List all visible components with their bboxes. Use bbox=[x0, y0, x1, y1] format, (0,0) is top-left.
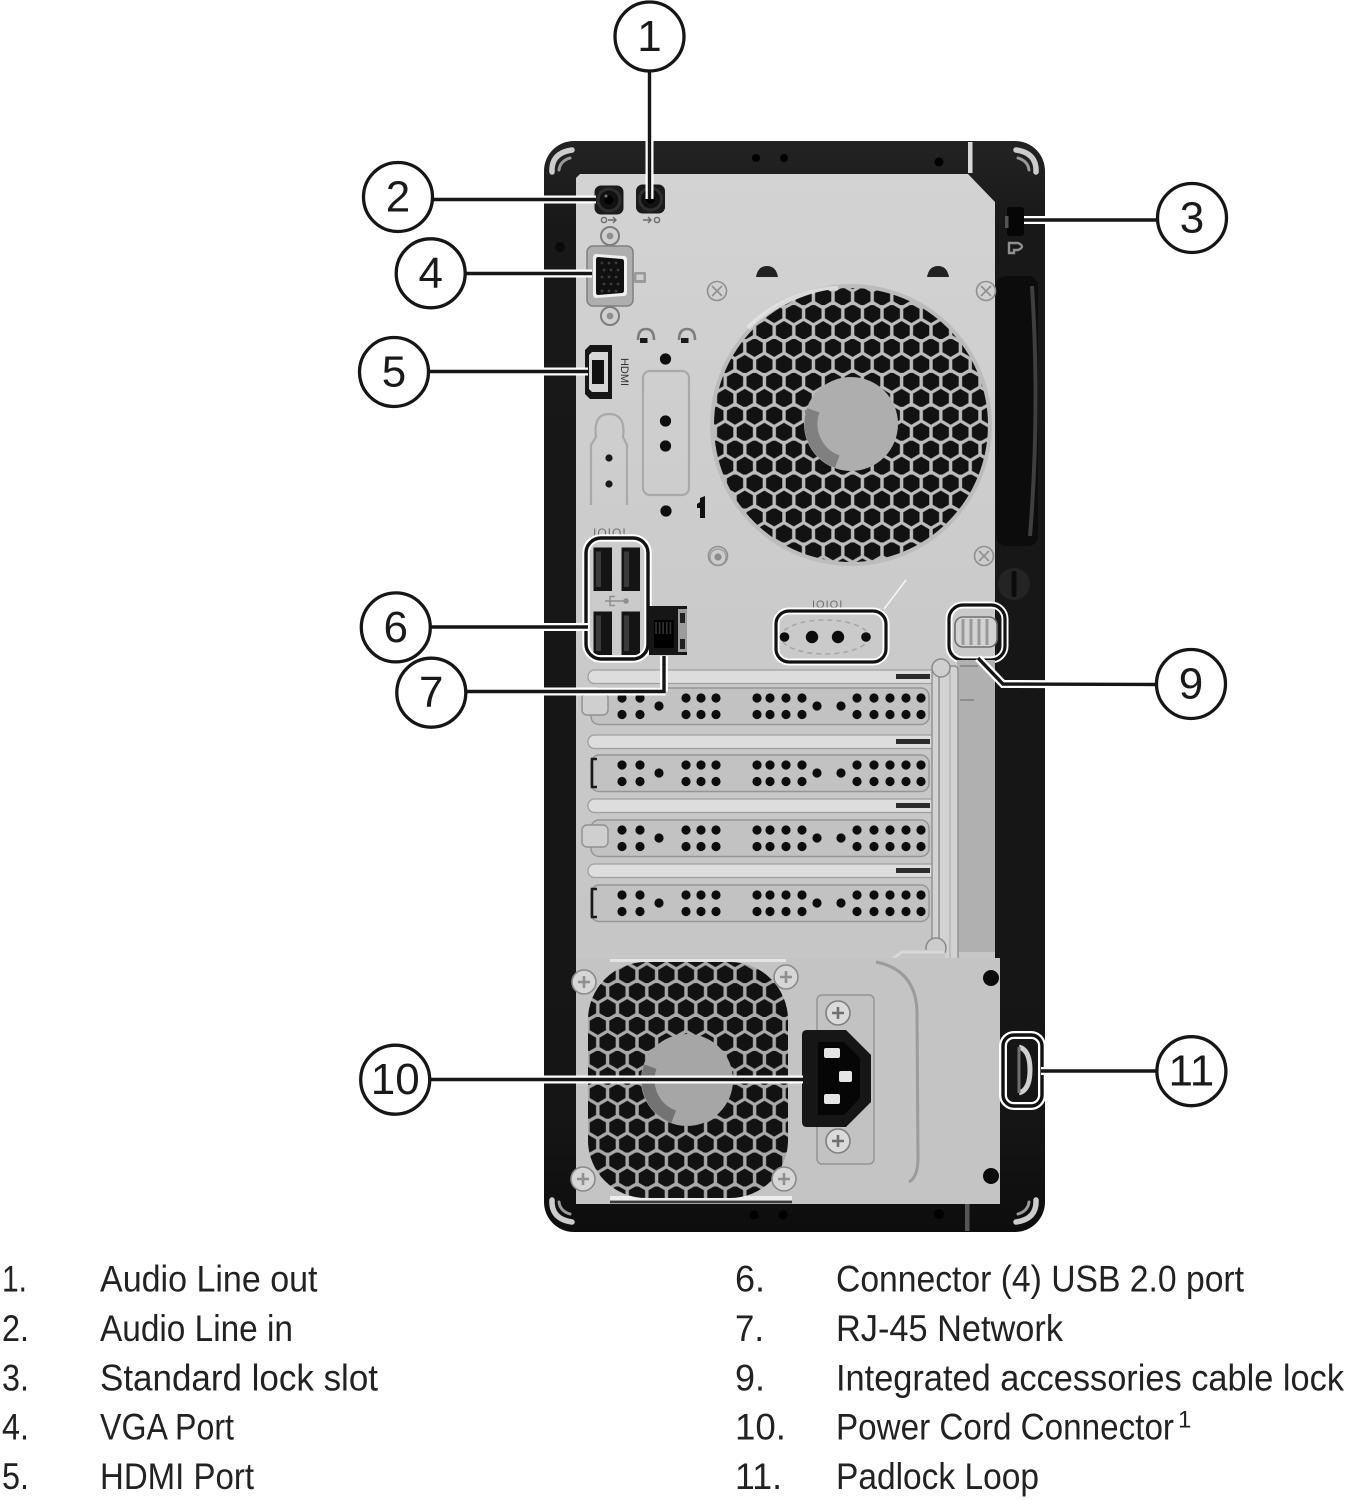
svg-text:9.: 9. bbox=[735, 1356, 765, 1398]
svg-text:3.: 3. bbox=[2, 1356, 29, 1398]
svg-text:Audio Line in: Audio Line in bbox=[100, 1307, 293, 1349]
svg-text:5: 5 bbox=[382, 348, 406, 397]
svg-text:10.: 10. bbox=[735, 1406, 786, 1448]
svg-text:11.: 11. bbox=[735, 1455, 782, 1497]
svg-text:11: 11 bbox=[1169, 1047, 1215, 1096]
svg-text:Audio Line out: Audio Line out bbox=[100, 1258, 318, 1300]
svg-text:4: 4 bbox=[418, 249, 442, 298]
svg-text:7: 7 bbox=[419, 668, 443, 717]
svg-text:Connector (4) USB 2.0 port: Connector (4) USB 2.0 port bbox=[836, 1258, 1245, 1300]
svg-text:2: 2 bbox=[386, 173, 410, 222]
svg-text:9: 9 bbox=[1179, 660, 1203, 709]
svg-text:Standard lock slot: Standard lock slot bbox=[100, 1356, 379, 1398]
svg-text:3: 3 bbox=[1180, 194, 1204, 243]
svg-text:RJ-45 Network: RJ-45 Network bbox=[836, 1307, 1063, 1349]
svg-text:6.: 6. bbox=[735, 1258, 765, 1300]
svg-text:1: 1 bbox=[1178, 1407, 1191, 1434]
svg-text:Padlock Loop: Padlock Loop bbox=[836, 1455, 1039, 1497]
svg-text:10: 10 bbox=[371, 1055, 420, 1104]
svg-text:1.: 1. bbox=[2, 1258, 27, 1300]
svg-text:1: 1 bbox=[637, 12, 661, 61]
svg-text:VGA Port: VGA Port bbox=[100, 1406, 234, 1448]
svg-text:Integrated accessories cable l: Integrated accessories cable lock bbox=[836, 1356, 1344, 1398]
svg-text:6: 6 bbox=[384, 603, 408, 652]
svg-text:7.: 7. bbox=[735, 1307, 764, 1349]
svg-text:HDMI Port: HDMI Port bbox=[100, 1455, 255, 1497]
svg-text:Power Cord Connector: Power Cord Connector bbox=[836, 1406, 1174, 1448]
svg-text:HDMI: HDMI bbox=[618, 358, 630, 386]
svg-text:5.: 5. bbox=[2, 1455, 29, 1497]
svg-text:4.: 4. bbox=[2, 1406, 29, 1448]
svg-text:2.: 2. bbox=[2, 1307, 29, 1349]
